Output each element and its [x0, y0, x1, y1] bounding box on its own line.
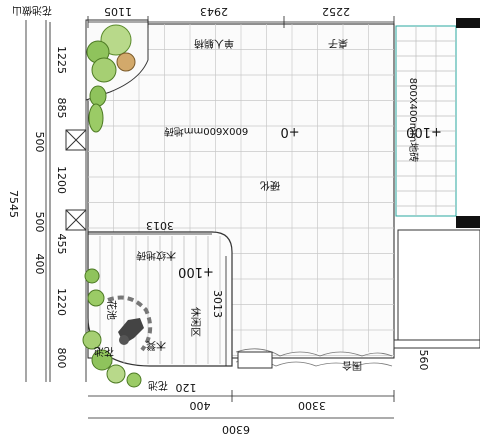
- dim-bottom-120: 120: [176, 381, 197, 394]
- bottom-dimension-line: [88, 390, 395, 419]
- door-frame: [397, 229, 480, 341]
- label-table-chairs: 桌子: [328, 37, 348, 50]
- label-leisure: 休闲区: [189, 307, 202, 337]
- dim-1105: 1105: [104, 5, 132, 18]
- dim-2252: 2252: [322, 5, 350, 18]
- stepping-path: [107, 295, 153, 352]
- label-flower-bed-3: 花池: [148, 379, 168, 392]
- dim-bottom-3300: 3300: [298, 399, 326, 412]
- dim-bottom-400: 400: [190, 399, 211, 412]
- dim-500b: 500: [33, 212, 46, 233]
- label-flower-bed-1: 花池: [105, 300, 118, 320]
- label-tile-side: 800X400mm地砖: [407, 78, 420, 163]
- dim-wood-3013-v: 3013: [211, 290, 224, 318]
- label-wood-chair: 木凳: [146, 339, 166, 351]
- label-fence: 围合: [342, 359, 362, 372]
- dim-7545: 7545: [7, 190, 20, 218]
- dim-2943: 2943: [200, 5, 228, 18]
- threshold: [393, 339, 480, 349]
- label-hardening: 硬化: [260, 179, 280, 192]
- dim-1200: 1200: [55, 166, 68, 194]
- column-1: [65, 129, 87, 151]
- corner-label: 花池做山: [12, 4, 52, 17]
- dim-wood-3013-h: 3013: [146, 219, 174, 232]
- column-2: [65, 209, 87, 231]
- dim-500a: 500: [33, 132, 46, 153]
- plant-cluster-bottom: [82, 268, 142, 388]
- label-wood-floor: 木纹地砖: [136, 249, 176, 262]
- right-tile-strip: [395, 25, 457, 217]
- left-dimension-line: [25, 20, 47, 382]
- label-elev-100-right: +100: [406, 124, 442, 139]
- top-dimension-line: [87, 16, 395, 28]
- label-flower-bed-2: 花池: [94, 345, 114, 358]
- wall-block-top: [456, 18, 480, 28]
- wood-dimension-lines: [88, 233, 227, 366]
- dim-885: 885: [55, 98, 68, 119]
- label-elev-0: +0: [280, 124, 299, 139]
- dim-800: 800: [55, 348, 68, 369]
- dim-1225: 1225: [55, 46, 68, 74]
- dim-455: 455: [55, 234, 68, 255]
- plant-cluster-top: [86, 24, 136, 83]
- label-elev-100-wood: +100: [178, 264, 214, 279]
- dim-bottom-560: 560: [417, 350, 430, 371]
- label-tile-main: 600X600mm地砖: [164, 125, 249, 138]
- label-sun-lounger: 单人躺椅: [194, 37, 234, 50]
- dim-400: 400: [33, 254, 46, 275]
- person-figure: [118, 318, 144, 345]
- plant-column-left: [88, 85, 107, 133]
- planter-box: [237, 351, 273, 369]
- dim-1220: 1220: [55, 288, 68, 316]
- tile-grid-lines: [88, 24, 394, 356]
- wall-block-mid: [456, 216, 480, 228]
- dim-bottom-6300: 6300: [222, 423, 250, 436]
